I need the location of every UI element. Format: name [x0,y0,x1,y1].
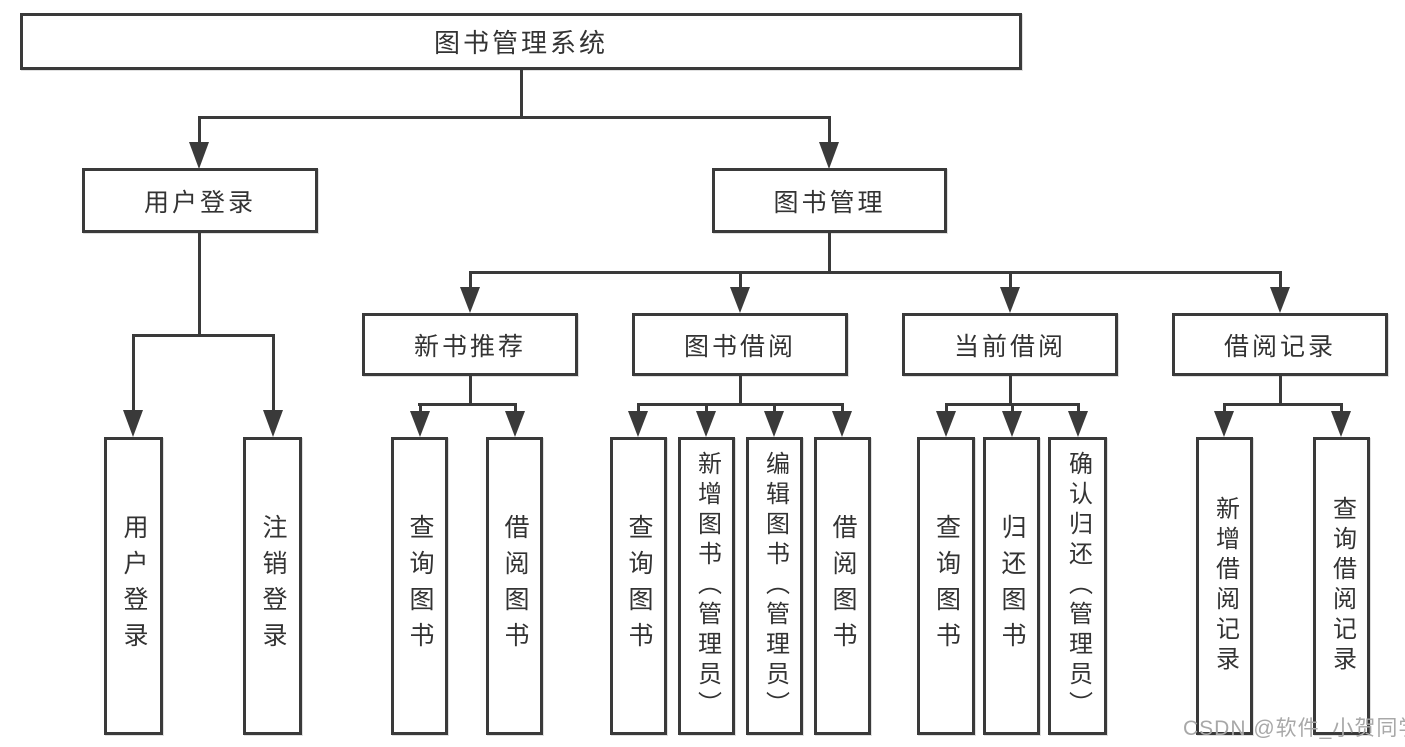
connector-user-login-vertical [198,233,201,337]
connector-g3-vertical [1009,376,1012,406]
connector-g1-leaf-stub [419,403,422,413]
leaf-edit-books-admin: 编辑图书（管理员） [746,437,803,735]
connector-g3-leaf-stub [1077,403,1080,413]
connector-g2-branch [637,403,844,406]
arrow-down-icon [628,411,648,437]
csdn-watermark: CSDN @软件_小贺同学 [1183,717,1405,740]
leaf-user-login: 用户登录 [104,437,163,735]
arrow-down-icon [1331,411,1351,437]
connector-g4-leaf-stub [1223,403,1226,413]
node-book-management: 图书管理 [712,168,947,233]
connector-g4-branch [1223,403,1342,406]
leaf-query-books-2: 查询图书 [610,437,667,735]
arrow-down-icon [123,410,143,437]
arrow-down-icon [696,411,716,437]
leaf-logout: 注销登录 [243,437,302,735]
leaf-confirm-return-admin: 确认归还（管理员） [1048,437,1107,735]
arrow-down-icon [263,410,283,437]
connector-book-management-stub [828,116,831,144]
connector-g3-leaf-stub [1011,403,1014,413]
connector-g4-vertical [1279,376,1282,406]
arrow-down-icon [730,287,750,313]
node-book-borrowing: 图书借阅 [632,313,848,376]
arrow-down-icon [764,411,784,437]
connector-g1-branch [418,403,517,406]
leaf-return-books: 归还图书 [983,437,1040,735]
arrow-down-icon [1000,287,1020,313]
connector-level3-horizontal [469,271,1282,274]
connector-g2-leaf-stub [705,403,708,413]
leaf-borrow-books-2: 借阅图书 [814,437,871,735]
arrow-down-icon [410,411,430,437]
arrow-down-icon [832,411,852,437]
connector-g4-leaf-stub [1340,403,1343,413]
connector-current-borrow-stub [1009,271,1012,289]
node-user-login: 用户登录 [82,168,318,233]
leaf-query-books-1: 查询图书 [391,437,448,735]
connector-user-login-stub [198,116,201,144]
connector-login-leaf-stub [132,334,135,412]
node-current-borrowing: 当前借阅 [902,313,1118,376]
leaf-borrow-books-1: 借阅图书 [486,437,543,735]
connector-g1-leaf-stub [514,403,517,413]
connector-level2-horizontal [198,116,831,119]
connector-g2-leaf-stub [841,403,844,413]
connector-book-borrow-stub [739,271,742,289]
node-borrowing-records: 借阅记录 [1172,313,1388,376]
arrow-down-icon [1270,287,1290,313]
connector-borrow-record-stub [1279,271,1282,289]
arrow-down-icon [1214,411,1234,437]
leaf-add-books-admin: 新增图书（管理员） [678,437,735,735]
arrow-down-icon [936,411,956,437]
arrow-down-icon [189,142,209,169]
node-library-management-system: 图书管理系统 [20,13,1022,70]
arrow-down-icon [1002,411,1022,437]
arrow-down-icon [1068,411,1088,437]
arrow-down-icon [460,287,480,313]
node-new-book-recommend: 新书推荐 [362,313,578,376]
connector-root-vertical [520,70,523,118]
connector-book-management-vertical [828,233,831,274]
arrow-down-icon [505,411,525,437]
connector-g1-vertical [469,376,472,406]
leaf-query-borrow-record: 查询借阅记录 [1313,437,1370,735]
connector-user-login-branch [132,334,275,337]
connector-g3-leaf-stub [945,403,948,413]
connector-new-book-stub [469,271,472,289]
leaf-query-books-3: 查询图书 [917,437,975,735]
arrow-down-icon [819,142,839,169]
connector-g2-vertical [739,376,742,406]
connector-g2-leaf-stub [637,403,640,413]
connector-g2-leaf-stub [773,403,776,413]
leaf-add-borrow-record: 新增借阅记录 [1196,437,1253,735]
connector-logout-leaf-stub [272,334,275,412]
